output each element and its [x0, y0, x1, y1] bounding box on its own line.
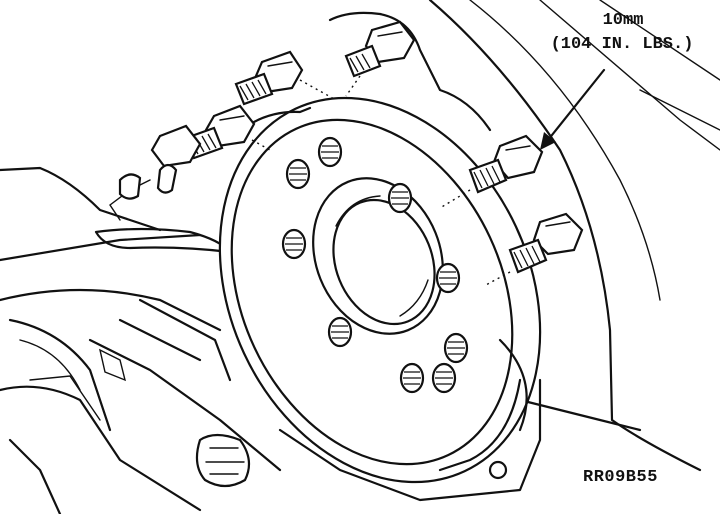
bolt-hole: [317, 136, 343, 168]
bolts-left: [118, 20, 416, 200]
bolt: [344, 20, 416, 97]
bolt-hole: [435, 262, 461, 294]
bolt-hole: [387, 182, 413, 214]
figure-id-label: RR09B55: [583, 468, 658, 487]
bolt: [234, 50, 337, 106]
center-bore: [312, 177, 444, 335]
callout-torque-spec: (104 IN. LBS.): [550, 35, 694, 54]
bolt-hole: [443, 332, 469, 364]
bolt-hole: [285, 158, 311, 190]
bolt-hole: [399, 362, 425, 394]
callout-arrow: [540, 68, 606, 150]
bolt-hole: [327, 316, 353, 348]
bolt-callout-target: [439, 134, 544, 209]
bolt-hole: [281, 228, 307, 260]
bolt: [483, 212, 584, 287]
bolts-right: [439, 134, 584, 287]
bolt-hole: [431, 362, 457, 394]
bolt-holes: [281, 136, 469, 394]
bolt: [118, 124, 202, 200]
callout-bolt-size: 10mm: [602, 11, 644, 30]
